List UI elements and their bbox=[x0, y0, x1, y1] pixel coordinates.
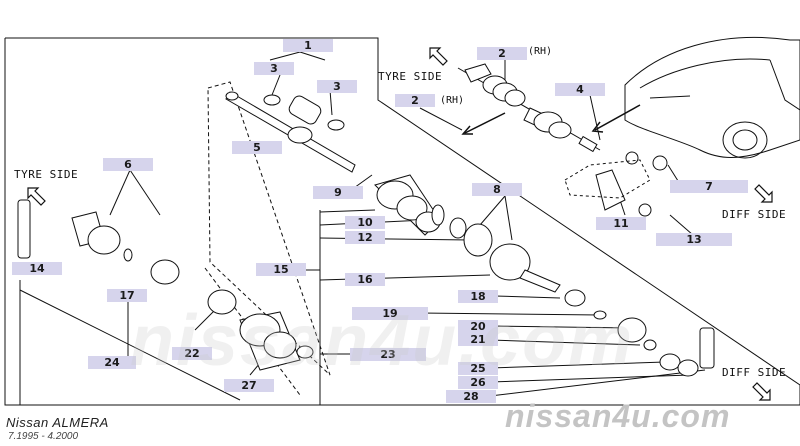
callout-27[interactable]: 27 bbox=[224, 379, 274, 392]
callout-13[interactable]: 13 bbox=[656, 233, 732, 246]
callout-15[interactable]: 15 bbox=[256, 263, 306, 276]
callout-16[interactable]: 16 bbox=[345, 273, 385, 286]
callout-9[interactable]: 9 bbox=[313, 186, 363, 199]
bracket-parts bbox=[564, 151, 668, 217]
callout-10[interactable]: 10 bbox=[345, 216, 385, 229]
callout-4[interactable]: 4 bbox=[555, 83, 605, 96]
callout-1[interactable]: 1 bbox=[283, 39, 333, 52]
tyre-side-top-label: TYRE SIDE bbox=[378, 70, 443, 83]
boot-kit-dashed-frame bbox=[207, 81, 331, 376]
callout-7[interactable]: 7 bbox=[670, 180, 748, 193]
arrow-up-left-tyre-side-2-icon bbox=[27, 187, 46, 206]
callout-6[interactable]: 6 bbox=[103, 158, 153, 171]
callout-21[interactable]: 21 bbox=[458, 333, 498, 346]
diff-side-parts bbox=[564, 289, 715, 377]
car-illustration bbox=[624, 37, 800, 159]
rh-drive-shaft bbox=[457, 63, 601, 153]
callout-3-left[interactable]: 3 bbox=[254, 62, 294, 75]
watermark-logo: nissan4u.com bbox=[505, 398, 731, 434]
callout-19[interactable]: 19 bbox=[352, 307, 428, 320]
production-dates: 7.1995 - 4.2000 bbox=[8, 431, 79, 442]
boot-assembly-upper bbox=[374, 174, 561, 293]
diff-side-right-label: DIFF SIDE bbox=[722, 208, 787, 221]
callout-11[interactable]: 11 bbox=[596, 217, 646, 230]
callout-8[interactable]: 8 bbox=[472, 183, 522, 196]
dynamic-damper bbox=[263, 94, 345, 131]
callout-14[interactable]: 14 bbox=[12, 262, 62, 275]
callout-2-mid[interactable]: 2 bbox=[395, 94, 435, 107]
drive-shaft-bar bbox=[225, 91, 356, 173]
callout-18[interactable]: 18 bbox=[458, 290, 498, 303]
boot-assembly-lower bbox=[207, 289, 314, 371]
callout-22[interactable]: 22 bbox=[172, 347, 212, 360]
callout-2-top[interactable]: 2 bbox=[477, 47, 527, 60]
frame-outline bbox=[4, 37, 800, 406]
diff-side-bottom-label: DIFF SIDE bbox=[722, 366, 787, 379]
callout-23[interactable]: 23 bbox=[350, 348, 426, 361]
callout-12[interactable]: 12 bbox=[345, 231, 385, 244]
callout-26[interactable]: 26 bbox=[458, 376, 498, 389]
tyre-side-joint bbox=[17, 199, 180, 285]
callout-28[interactable]: 28 bbox=[446, 390, 496, 403]
arrow-up-left-tyre-side-icon bbox=[429, 47, 448, 66]
tyre-side-left-label: TYRE SIDE bbox=[14, 168, 79, 181]
callout-24[interactable]: 24 bbox=[88, 356, 136, 369]
rh-mid-label: (RH) bbox=[440, 95, 465, 106]
arrow-down-right-diff-side-2-icon bbox=[752, 382, 771, 401]
watermark-large: nissan4u.com bbox=[130, 301, 635, 381]
callout-20[interactable]: 20 bbox=[458, 320, 498, 333]
callout-5[interactable]: 5 bbox=[232, 141, 282, 154]
arrow-down-right-diff-side-icon bbox=[754, 184, 773, 203]
callout-3-right[interactable]: 3 bbox=[317, 80, 357, 93]
model-name: Nissan ALMERA bbox=[6, 415, 109, 430]
callout-25[interactable]: 25 bbox=[458, 362, 498, 375]
rh-top-label: (RH) bbox=[528, 46, 553, 57]
callout-17[interactable]: 17 bbox=[107, 289, 147, 302]
